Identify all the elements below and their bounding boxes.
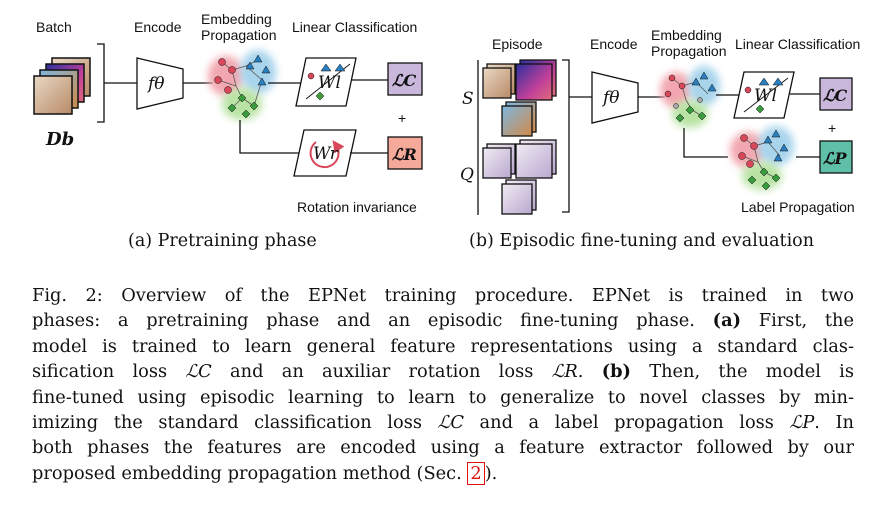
caption-line-3: model is trained to learn general featur…	[32, 335, 854, 357]
label-propagation-graph	[730, 126, 794, 191]
caption-line-8: proposed embedding propagation method (S…	[32, 461, 498, 485]
query-symbol: Q	[460, 165, 474, 185]
rotation-label: Rotation invariance	[297, 199, 417, 215]
caption-loss-c-2: ℒC	[437, 412, 464, 434]
caption-loss-c: ℒC	[185, 361, 212, 383]
caption-loss-p: ℒP	[789, 412, 815, 434]
caption-loss-r: ℒR	[551, 361, 578, 383]
plus-b: +	[828, 120, 836, 136]
caption-line-7: both phases the features are encoded usi…	[32, 437, 854, 459]
figure-caption: Fig. 2: Overview of the EPNet training p…	[32, 283, 854, 486]
plus-a: +	[398, 110, 406, 126]
support-images	[482, 59, 557, 137]
caption-line-4: sification loss ℒC and an auxiliar rotat…	[32, 361, 854, 383]
encoder-symbol-b: fθ	[601, 88, 620, 108]
rotation-weight: Wr	[313, 144, 339, 164]
panel-b: Episode Encode Embedding Propagation Lin…	[460, 27, 860, 251]
encoder-block-a	[136, 57, 184, 110]
embedding-label-a1: Embedding	[201, 11, 272, 27]
dataset-symbol: Db	[45, 129, 74, 150]
panel-b-caption: (b) Episodic fine-tuning and evaluation	[469, 231, 814, 251]
loss-c-box-b	[819, 77, 853, 111]
embedding-label-b2: Propagation	[651, 43, 727, 59]
loss-r: ℒR	[392, 145, 417, 164]
embedding-graph-b	[660, 66, 720, 128]
section-ref-link[interactable]: 2	[467, 461, 485, 485]
support-symbol: S	[462, 89, 474, 109]
linear-label-b: Linear Classification	[735, 36, 860, 52]
batch-image-stack	[33, 57, 91, 115]
episode-label: Episode	[492, 36, 543, 52]
loss-p: ℒP	[823, 149, 848, 168]
encoder-symbol-a: fθ	[146, 74, 165, 94]
loss-p-box	[819, 140, 853, 174]
figure-diagram: Batch Encode Embedding Propagation Linea…	[33, 11, 860, 251]
linear-weight-a: Wl	[318, 73, 341, 93]
embedding-label-a2: Propagation	[201, 27, 277, 43]
caption-tag-a: (a)	[712, 310, 742, 332]
caption-line-2: phases: a pretraining phase and an episo…	[32, 310, 855, 332]
caption-line-6: imizing the standard classification loss…	[32, 412, 855, 434]
caption-tag-b: (b)	[601, 361, 631, 383]
encode-label-b: Encode	[590, 36, 638, 52]
encoder-block-b	[591, 71, 639, 124]
caption-line-5: fine-tuned using episodic learning to le…	[32, 386, 854, 408]
label-prop-label: Label Propagation	[741, 199, 855, 215]
linear-label-a: Linear Classification	[292, 19, 417, 35]
linear-weight-b: Wl	[754, 86, 777, 106]
query-images	[482, 139, 557, 215]
loss-c-b: ℒC	[823, 86, 848, 105]
embedding-label-b1: Embedding	[651, 27, 722, 43]
caption-line-1: Fig. 2: Overview of the EPNet training p…	[32, 285, 854, 306]
loss-c-box-a	[387, 62, 423, 96]
encode-label-a: Encode	[134, 19, 182, 35]
loss-r-box	[387, 136, 423, 170]
embedding-graph-a	[208, 50, 276, 120]
panel-a-caption: (a) Pretraining phase	[128, 231, 317, 251]
panel-a: Batch Encode Embedding Propagation Linea…	[33, 11, 423, 251]
loss-c-a: ℒC	[392, 71, 417, 90]
batch-label: Batch	[36, 19, 72, 35]
